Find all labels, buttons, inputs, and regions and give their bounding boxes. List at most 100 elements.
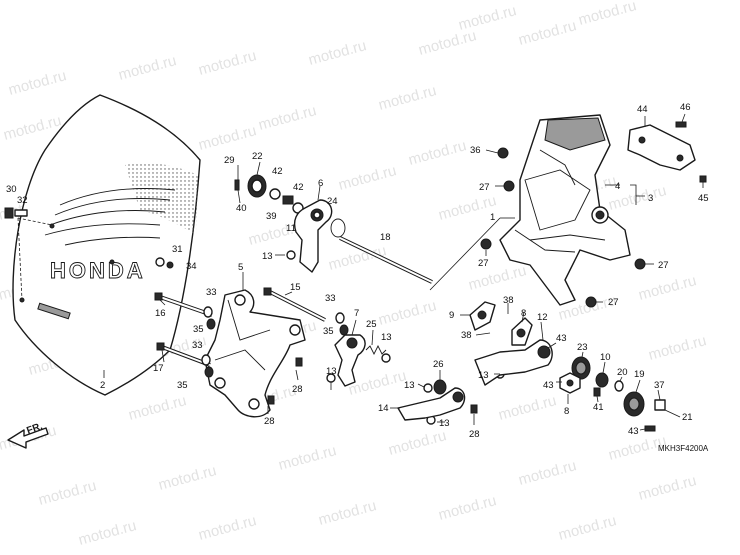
callout-42: 42	[272, 166, 283, 177]
callout-1: 1	[490, 212, 495, 223]
screw-30-32	[4, 207, 28, 219]
washer-39	[269, 188, 281, 200]
stay-frame-1	[499, 114, 631, 306]
diagram-code: MKH3F4200A	[658, 444, 709, 453]
knob-19	[623, 391, 645, 417]
callout-33: 33	[192, 340, 203, 351]
watermark-text: motod.ru	[497, 392, 559, 424]
callout-8: 8	[521, 308, 526, 319]
honda-logo: HONDA	[44, 188, 176, 283]
callout-7: 7	[354, 308, 359, 319]
callout-41: 41	[593, 402, 604, 413]
leader-lines	[103, 113, 704, 431]
watermark-text: motod.ru	[417, 27, 479, 59]
watermark-text: motod.ru	[387, 427, 449, 459]
callout-18: 18	[380, 232, 391, 243]
callout-30: 30	[6, 184, 17, 195]
callout-43: 43	[543, 380, 554, 391]
windscreen: HONDA	[12, 94, 201, 396]
bolts-28	[267, 357, 478, 414]
watermark-text: motod.ru	[457, 2, 519, 34]
callout-34: 34	[186, 261, 197, 272]
callout-35: 35	[193, 324, 204, 335]
watermark-text: motod.ru	[647, 332, 709, 364]
callout-5: 5	[238, 262, 243, 273]
watermark-text: motod.ru	[337, 162, 399, 194]
watermark-text: motod.ru	[317, 497, 379, 529]
lever-7	[334, 334, 366, 387]
callout-43: 43	[628, 426, 639, 437]
grommet-31	[155, 257, 174, 269]
screw-43	[644, 425, 656, 432]
bracket-38	[511, 317, 533, 346]
callout-28: 28	[264, 416, 275, 427]
callout-27: 27	[478, 258, 489, 269]
callout-26: 26	[433, 359, 444, 370]
callout-44: 44	[637, 104, 648, 115]
callout-13: 13	[326, 366, 337, 377]
rod-18	[339, 236, 433, 284]
callout-33: 33	[206, 287, 217, 298]
spring-25	[365, 344, 387, 356]
callout-13: 13	[404, 380, 415, 391]
callout-35: 35	[177, 380, 188, 391]
callout-22: 22	[252, 151, 263, 162]
watermark-text: motod.ru	[517, 17, 579, 49]
clip-37	[654, 399, 666, 411]
spring-26	[433, 379, 447, 395]
watermark-text: motod.ru	[467, 262, 529, 294]
callout-28: 28	[292, 384, 303, 395]
washers-33-35	[201, 306, 349, 378]
callout-42: 42	[293, 182, 304, 193]
watermark-text: motod.ru	[577, 0, 639, 29]
callout-10: 10	[600, 352, 611, 363]
callout-17: 17	[153, 363, 164, 374]
callout-19: 19	[634, 369, 645, 380]
callout-13: 13	[478, 370, 489, 381]
watermark-text: motod.ru	[437, 192, 499, 224]
collar-42	[282, 195, 304, 214]
washer-13-a	[286, 250, 296, 260]
gear-23	[571, 356, 591, 380]
callout-16: 16	[155, 308, 166, 319]
bracket-5	[204, 289, 306, 418]
callout-25: 25	[366, 319, 377, 330]
watermark-text: motod.ru	[517, 457, 579, 489]
windscreen-strip	[37, 302, 71, 320]
direction-label: FR.	[25, 421, 44, 437]
callout-35: 35	[323, 326, 334, 337]
watermark-text: motod.ru	[407, 137, 469, 169]
watermark-text: motod.ru	[557, 512, 619, 544]
callout-20: 20	[617, 367, 628, 378]
callout-14: 14	[378, 403, 389, 414]
bolt-15	[263, 287, 326, 322]
front-direction-arrow: FR.	[7, 421, 49, 449]
callout-11: 11	[286, 223, 296, 234]
callout-36: 36	[470, 145, 481, 156]
bolts-27-36	[480, 147, 646, 308]
callout-21: 21	[682, 412, 693, 423]
adjuster-knob-22	[247, 174, 267, 198]
o-ring-24	[330, 218, 346, 238]
callout-12: 12	[537, 312, 548, 323]
spring-10	[595, 372, 609, 388]
callout-13: 13	[439, 418, 450, 429]
watermark-text: motod.ru	[117, 52, 179, 84]
watermark-text: motod.ru	[37, 477, 99, 509]
watermark-text: motod.ru	[347, 367, 409, 399]
watermark-text: motod.ru	[637, 472, 699, 504]
callout-3: 3	[648, 193, 653, 204]
callout-27: 27	[479, 182, 490, 193]
callout-38: 38	[503, 295, 514, 306]
watermark-text: motod.ru	[197, 47, 259, 79]
callout-24: 24	[327, 196, 338, 207]
watermark-text: motod.ru	[377, 297, 439, 329]
callout-37: 37	[654, 380, 665, 391]
watermark-text: motod.ru	[77, 517, 139, 549]
callout-15: 15	[290, 282, 301, 293]
callout-8: 8	[564, 406, 569, 417]
logo-text: HONDA	[50, 258, 146, 283]
watermark-text: motod.ru	[257, 102, 319, 134]
watermark-text: motod.ru	[7, 67, 69, 99]
